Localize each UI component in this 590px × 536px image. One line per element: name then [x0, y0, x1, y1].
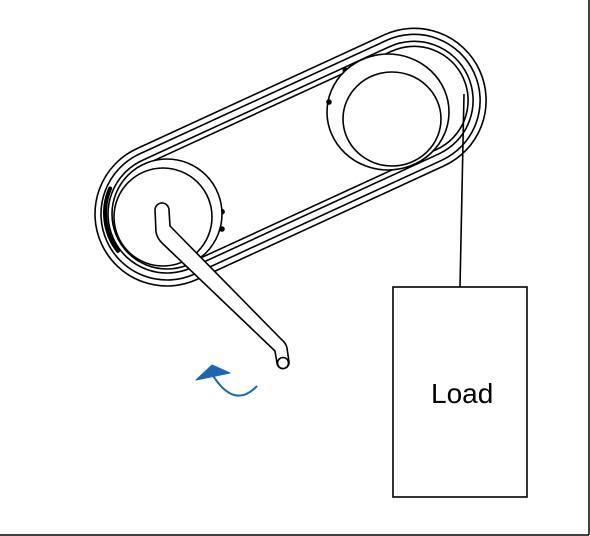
belt-housing-inner	[100, 33, 481, 281]
load-label: Load	[431, 378, 493, 409]
load-box-rect	[392, 286, 528, 498]
right-pulley	[326, 53, 450, 171]
right-pulley-hub	[342, 71, 442, 167]
belt-assembly	[94, 27, 487, 287]
pulley-contact-dot-right	[326, 99, 332, 105]
pulley-contact-dot-left	[219, 226, 225, 232]
belt-outer-edge	[107, 40, 474, 274]
curved-arrow-icon	[195, 364, 258, 397]
belt-housing-outer	[94, 27, 487, 287]
belt-wear-mark	[103, 186, 120, 253]
crank-handle-tip	[276, 356, 290, 370]
crank-handle	[154, 202, 290, 370]
curved-arrow-shaft	[211, 373, 258, 397]
rope	[459, 93, 465, 288]
load-box: Load	[392, 286, 528, 498]
curved-arrow-head	[195, 364, 231, 381]
